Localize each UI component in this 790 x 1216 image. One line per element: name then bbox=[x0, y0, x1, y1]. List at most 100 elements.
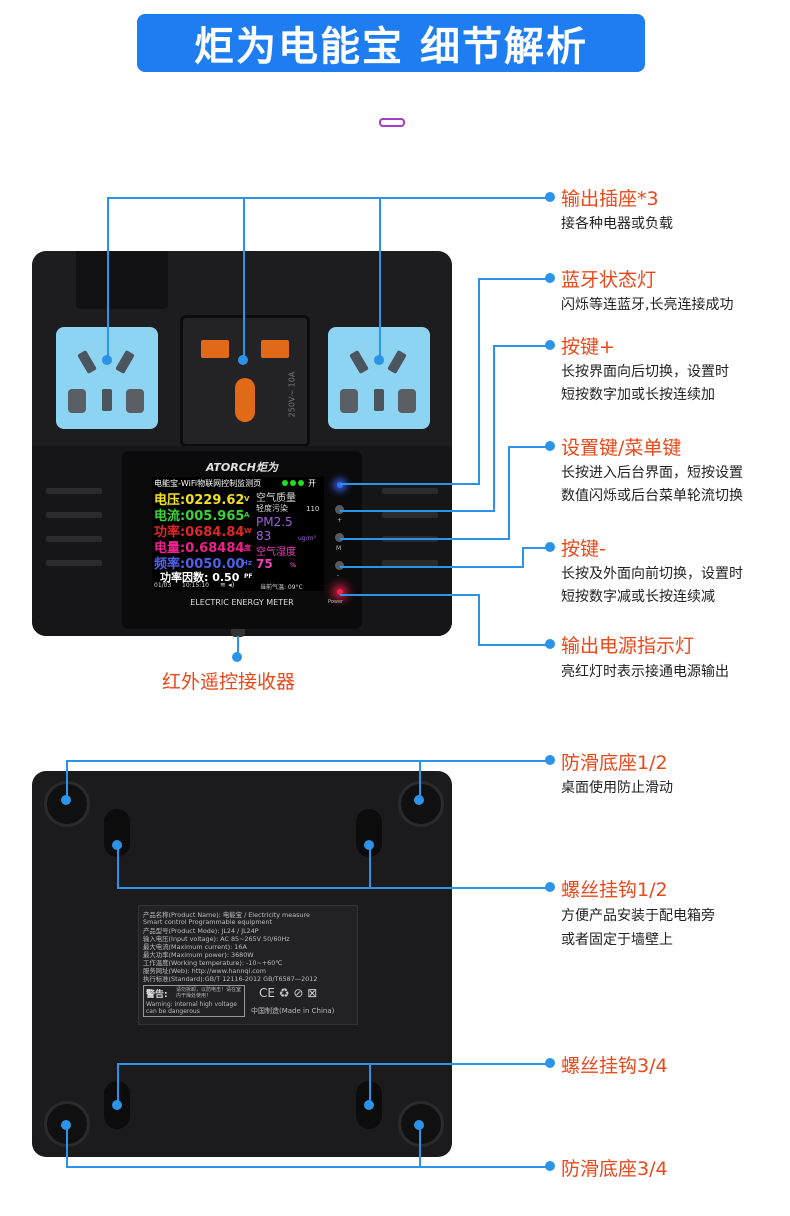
energy-unit: 度 bbox=[244, 544, 251, 552]
label-line: 产品名称(Product Name): 电能宝 / Electricity me… bbox=[143, 911, 310, 919]
callout-line bbox=[508, 446, 510, 539]
frequency-unit: Hz bbox=[242, 559, 252, 567]
outlet-slot bbox=[102, 389, 112, 411]
annotation-desc: 短按数字减或长按连续减 bbox=[561, 589, 715, 605]
annotation-desc: 短按数字加或长按连续加 bbox=[561, 387, 715, 403]
annotation-title-minus: 按键- bbox=[561, 538, 606, 560]
label-line: 产品型号(Product Mode): JL24 / JL24P bbox=[143, 927, 259, 935]
outlet-slot bbox=[261, 340, 289, 358]
label-line: 执行标准(Standard):GB/T 12116-2012 GB/T6587—… bbox=[143, 975, 318, 983]
lcd-display: 电能宝-WiFi物联网控制监测页 开 电压:0229.62 V 电流:005.9… bbox=[152, 477, 324, 591]
outlet-slot bbox=[235, 378, 255, 422]
annotation-title-feet-34: 防滑底座3/4 bbox=[561, 1158, 668, 1180]
callout-line bbox=[340, 538, 510, 540]
annotation-desc: 亮红灯时表示接通电源输出 bbox=[561, 664, 729, 680]
vent-slot bbox=[382, 560, 438, 566]
pollution-value: 110 bbox=[306, 505, 320, 513]
outlet-slot bbox=[387, 349, 407, 375]
annotation-desc: 长按界面向后切换，设置时 bbox=[561, 364, 729, 380]
callout-line bbox=[522, 547, 524, 567]
status-dot bbox=[282, 480, 288, 486]
annotation-desc: 长按进入后台界面，短按设置 bbox=[561, 465, 743, 481]
callout-line bbox=[340, 566, 524, 568]
power-unit: W bbox=[244, 527, 252, 535]
voltage-readout: 电压:0229.62 bbox=[154, 493, 245, 508]
annotation-title-power-led: 输出电源指示灯 bbox=[561, 635, 695, 657]
vent-slot bbox=[382, 512, 438, 518]
vent-slot bbox=[46, 488, 102, 494]
power-factor-readout: 功率因数: 0.50 bbox=[160, 571, 240, 584]
universal-outlet: 250V~ 10A bbox=[180, 315, 310, 447]
humidity-unit: % bbox=[290, 562, 297, 569]
plus-button[interactable] bbox=[335, 505, 344, 514]
pm25-unit: ug/m³ bbox=[298, 535, 316, 542]
callout-line bbox=[493, 345, 550, 347]
label-line: 最大电流(Maximum current): 16A bbox=[143, 943, 247, 951]
humidity-value: 75 bbox=[256, 557, 273, 571]
callout-dot bbox=[238, 355, 248, 365]
brand-logo: ATORCH炬为 bbox=[205, 461, 279, 474]
outlet-slot bbox=[201, 340, 229, 358]
warning-en: can be dangerous bbox=[146, 1008, 200, 1015]
plus-button-mark: + bbox=[337, 517, 343, 524]
callout-line bbox=[478, 644, 550, 646]
callout-dot bbox=[414, 795, 424, 805]
callout-dot bbox=[102, 355, 112, 365]
label-line: 最大功率(Maximum power): 3680W bbox=[143, 951, 254, 959]
annotation-title-hooks-34: 螺丝挂钩3/4 bbox=[561, 1055, 668, 1077]
callout-line bbox=[66, 1166, 550, 1168]
menu-button[interactable] bbox=[335, 533, 344, 542]
callout-dot bbox=[414, 1120, 424, 1130]
callout-dot bbox=[61, 795, 71, 805]
annotation-title-menu: 设置键/菜单键 bbox=[561, 437, 682, 459]
callout-line bbox=[419, 1125, 421, 1167]
callout-dot bbox=[545, 192, 555, 202]
screen-header: 电能宝-WiFi物联网控制监测页 bbox=[154, 479, 262, 488]
callout-dot bbox=[545, 340, 555, 350]
callout-line bbox=[107, 197, 550, 199]
callout-line bbox=[493, 345, 495, 511]
annotation-desc: 接各种电器或负载 bbox=[561, 216, 673, 232]
callout-line bbox=[340, 483, 480, 485]
minus-button[interactable] bbox=[335, 561, 344, 570]
warning-en: Warning: internal high voltage bbox=[146, 1001, 237, 1008]
callout-line bbox=[117, 1063, 550, 1065]
callout-line bbox=[66, 1125, 68, 1167]
callout-line bbox=[107, 197, 109, 360]
callout-line bbox=[117, 1063, 119, 1105]
callout-line bbox=[340, 594, 480, 596]
callout-dot bbox=[374, 355, 384, 365]
air-quality-label: 空气质量 bbox=[256, 493, 296, 504]
certification-icon: CE ♻ ⊘ ⊠ bbox=[259, 986, 318, 1000]
annotation-desc: 数值闪烁或后台菜单轮流切换 bbox=[561, 488, 743, 504]
callout-line bbox=[117, 887, 550, 889]
callout-line bbox=[243, 197, 245, 360]
status-time: 10:15:10 bbox=[182, 582, 209, 589]
outlet-slot bbox=[340, 389, 358, 413]
pm25-label: PM2.5 bbox=[256, 515, 293, 529]
energy-readout: 电量:0.68484 bbox=[154, 541, 245, 556]
callout-dot bbox=[545, 1058, 555, 1068]
outlet-slot bbox=[349, 349, 369, 375]
power-mark: Power bbox=[328, 599, 344, 605]
annotation-title-bluetooth: 蓝牙状态灯 bbox=[561, 269, 657, 291]
ir-receiver bbox=[231, 629, 245, 637]
warning-box: 警告: 请勿拆卸，以防电击！请在室内干燥处使用！ Warning: intern… bbox=[143, 985, 245, 1017]
label-line: Smart control Programmable equipment bbox=[143, 918, 273, 926]
wifi-icon: ≋ ◂) bbox=[220, 581, 235, 589]
minus-button-mark: - bbox=[337, 572, 340, 579]
vent-slot bbox=[46, 536, 102, 542]
callout-line bbox=[369, 1063, 371, 1105]
callout-line bbox=[478, 278, 480, 484]
callout-line bbox=[508, 446, 550, 448]
pollution-level: 轻度污染 bbox=[256, 504, 288, 513]
status-temperature: 当前气温: 09°C bbox=[260, 584, 303, 591]
callout-line bbox=[237, 636, 239, 658]
screen-frame: ATORCH炬为 电能宝-WiFi物联网控制监测页 开 电压:0229.62 V… bbox=[122, 451, 362, 629]
vent-slot bbox=[46, 512, 102, 518]
label-line: 输入电压(Input voltage): AC 85~265V 50/60Hz bbox=[143, 935, 290, 943]
menu-button-mark: M bbox=[336, 545, 342, 552]
callout-dot bbox=[112, 840, 122, 850]
annotation-desc: 方便产品安装于配电箱旁 bbox=[561, 908, 715, 924]
label-line: 服务网址(Web): http://www.hannqi.com bbox=[143, 967, 266, 975]
